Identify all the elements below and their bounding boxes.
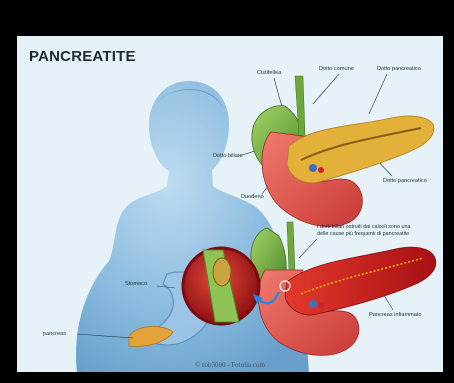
label-stomaco: Stomaco (125, 281, 147, 287)
label-dotto-pancreatico-top: Dotto pancreatico (377, 66, 421, 72)
label-cistifellea: Cistifellea (257, 70, 281, 76)
inflamed-pancreas-shape (285, 247, 436, 315)
label-dotto-biliare: Dotto biliare (213, 153, 243, 159)
label-duodeno: Duodeno (241, 194, 264, 200)
label-dotto-comune: Dotto comune (319, 66, 354, 72)
image-credit: © rob3000 - Fotolia.com (17, 361, 443, 369)
label-dotto-pancreatico-right: Dotto pancreatico (383, 178, 427, 184)
healthy-pancreas-shape (287, 116, 434, 183)
cause-note: I dotti biliari ostruiti dai calcoli son… (317, 224, 441, 237)
inflamed-organs (251, 222, 436, 355)
cause-note-line2: delle cause più frequenti di pancreatite (317, 231, 441, 238)
pancreatitis-illustration (17, 36, 443, 372)
label-pancreas-infiammato: Pancreas infiammato (369, 312, 422, 318)
gallstone-shape (213, 258, 231, 286)
label-pancreas: pancreas (43, 331, 66, 337)
illustration-panel: PANCREATITE Cistifellea Dotto comune Dot… (17, 36, 443, 372)
page-title: PANCREATITE (29, 48, 136, 65)
vessel-blue (309, 164, 317, 172)
healthy-organs (252, 76, 434, 227)
vessel-red (318, 167, 324, 173)
cause-note-line1: I dotti biliari ostruiti dai calcoli son… (317, 224, 441, 231)
